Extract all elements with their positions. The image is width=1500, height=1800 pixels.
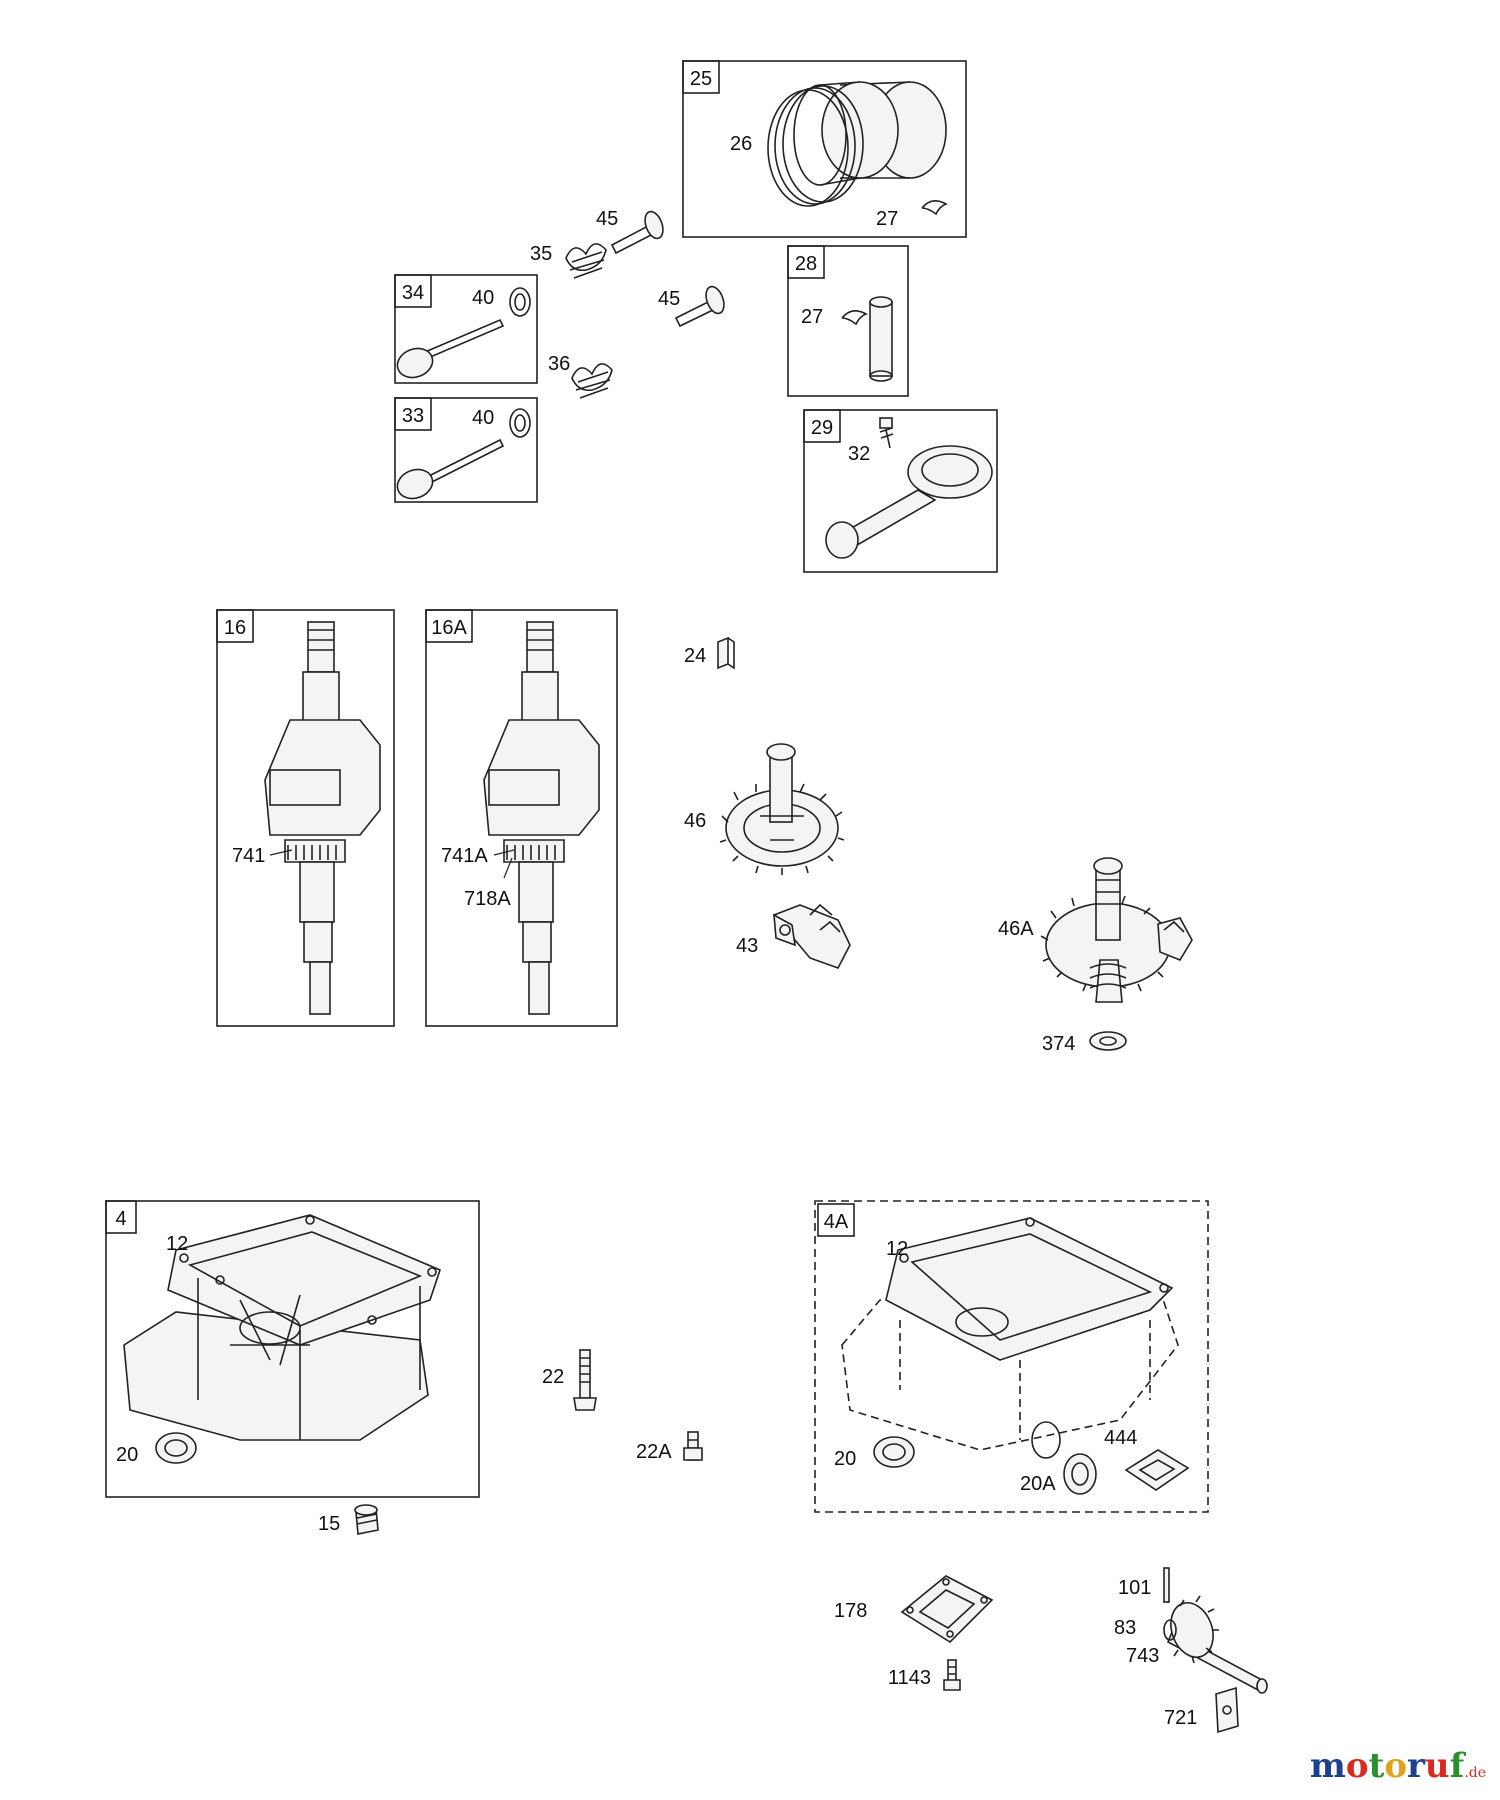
watermark-letter: m bbox=[1309, 1746, 1346, 1786]
box-number-34: 34 bbox=[402, 282, 424, 304]
sump-cover-4 bbox=[123, 1214, 441, 1441]
valve-spring-35 bbox=[565, 243, 607, 279]
label-35: 35 bbox=[530, 243, 552, 265]
box-number-4: 4 bbox=[115, 1208, 126, 1230]
watermark-suffix: .de bbox=[1464, 1765, 1486, 1781]
camshaft-46 bbox=[719, 743, 845, 875]
label-36: 36 bbox=[548, 353, 570, 375]
label-46a: 46A bbox=[998, 918, 1034, 940]
sump-cover-4a bbox=[841, 1217, 1179, 1451]
box-4a: 4A bbox=[814, 1200, 1209, 1513]
stud-22a bbox=[683, 1431, 703, 1461]
box-34: 34 40 bbox=[394, 274, 538, 384]
label-27-box28: 27 bbox=[801, 306, 823, 328]
gear-83-shaft-743 bbox=[1163, 1595, 1268, 1694]
valve-spring-36 bbox=[571, 363, 613, 399]
label-24: 24 bbox=[684, 645, 706, 667]
label-718a: 718A bbox=[464, 888, 511, 910]
pin-101 bbox=[1163, 1567, 1170, 1603]
piston-pin-clip-27 bbox=[921, 200, 948, 216]
label-46: 46 bbox=[684, 810, 706, 832]
label-12-box4a: 12 bbox=[886, 1238, 908, 1260]
valve-tappet-45-upper bbox=[610, 210, 664, 255]
crankshaft-16 bbox=[264, 621, 381, 1015]
label-40-box34: 40 bbox=[472, 287, 494, 309]
bolt-22 bbox=[573, 1349, 597, 1411]
crankshaft-16a bbox=[483, 621, 600, 1015]
label-444: 444 bbox=[1104, 1427, 1137, 1449]
label-83: 83 bbox=[1114, 1617, 1136, 1639]
washer-374 bbox=[1089, 1031, 1127, 1051]
label-12-box4: 12 bbox=[166, 1233, 188, 1255]
plate-721 bbox=[1215, 1686, 1239, 1734]
label-20a: 20A bbox=[1020, 1473, 1056, 1495]
cover-178 bbox=[900, 1575, 994, 1644]
piston bbox=[793, 81, 947, 186]
box-16a: 16A bbox=[425, 609, 618, 1027]
label-22a: 22A bbox=[636, 1441, 672, 1463]
box-number-4a: 4A bbox=[824, 1211, 849, 1233]
box-number-33: 33 bbox=[402, 405, 424, 427]
box-16: 16 bbox=[216, 609, 395, 1027]
label-43: 43 bbox=[736, 935, 758, 957]
label-20-box4a: 20 bbox=[834, 1448, 856, 1470]
label-178: 178 bbox=[834, 1600, 867, 1622]
plug-15 bbox=[354, 1504, 379, 1535]
valve-tappet-45-lower bbox=[674, 285, 725, 328]
box-number-28: 28 bbox=[795, 253, 817, 275]
watermark-letter: f bbox=[1449, 1746, 1465, 1786]
box-29: 29 32 bbox=[803, 409, 998, 573]
box-25: 25 bbox=[682, 60, 967, 238]
watermark-letter: r bbox=[1407, 1746, 1425, 1786]
camshaft-46a bbox=[1040, 857, 1193, 1003]
label-27-top: 27 bbox=[876, 208, 898, 230]
box-number-16a: 16A bbox=[431, 617, 467, 639]
box-number-25: 25 bbox=[690, 68, 712, 90]
label-101: 101 bbox=[1118, 1577, 1151, 1599]
seal-20-box4a bbox=[873, 1436, 915, 1468]
seal-20-box4 bbox=[155, 1432, 197, 1464]
motoruf-watermark-logo: motoruf.de bbox=[1310, 1746, 1486, 1786]
label-743: 743 bbox=[1126, 1645, 1159, 1667]
label-45-upper: 45 bbox=[596, 208, 618, 230]
gasket-444 bbox=[1124, 1449, 1190, 1491]
label-45-lower: 45 bbox=[658, 288, 680, 310]
label-32: 32 bbox=[848, 443, 870, 465]
label-741a: 741A bbox=[441, 845, 488, 867]
label-15: 15 bbox=[318, 1513, 340, 1535]
label-374: 374 bbox=[1042, 1033, 1075, 1055]
seal-20a bbox=[1031, 1421, 1097, 1495]
box-28: 28 27 bbox=[787, 245, 909, 397]
label-40-box33: 40 bbox=[472, 407, 494, 429]
box-33: 33 40 bbox=[394, 397, 538, 503]
box-4: 4 bbox=[105, 1200, 480, 1498]
watermark-letter: u bbox=[1424, 1746, 1450, 1786]
box-number-16: 16 bbox=[224, 617, 246, 639]
governor-43 bbox=[772, 903, 851, 969]
label-20-box4: 20 bbox=[116, 1444, 138, 1466]
label-26: 26 bbox=[730, 133, 752, 155]
watermark-letter: o bbox=[1345, 1746, 1369, 1786]
watermark-letter: o bbox=[1384, 1746, 1407, 1786]
piston-rings bbox=[767, 85, 864, 207]
key-24 bbox=[717, 636, 735, 670]
label-741: 741 bbox=[232, 845, 265, 867]
label-721: 721 bbox=[1164, 1707, 1197, 1729]
label-1143: 1143 bbox=[888, 1667, 931, 1689]
bolt-1143 bbox=[943, 1659, 961, 1691]
watermark-letter: t bbox=[1368, 1746, 1385, 1786]
box-number-29: 29 bbox=[811, 417, 833, 439]
label-22: 22 bbox=[542, 1366, 564, 1388]
